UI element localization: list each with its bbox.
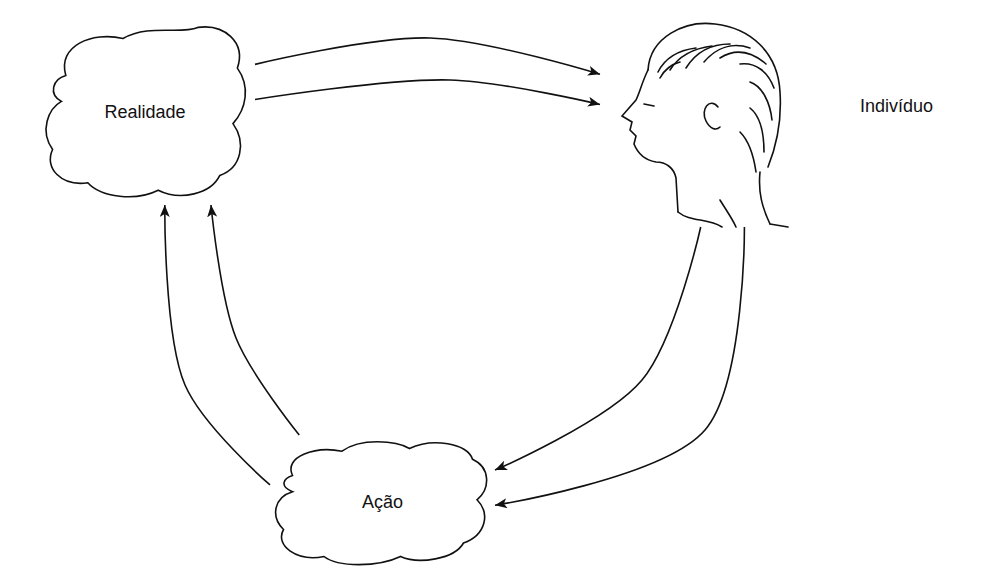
arrow-connector bbox=[495, 227, 744, 505]
head-stroke bbox=[759, 172, 770, 224]
individual-figure: Indivíduo bbox=[600, 12, 790, 227]
head-stroke bbox=[740, 132, 756, 172]
head-stroke bbox=[660, 62, 680, 78]
cloud-path bbox=[276, 442, 487, 565]
head-illustration bbox=[600, 12, 790, 227]
arrow-connector bbox=[165, 205, 270, 485]
head-stroke bbox=[704, 103, 720, 129]
head-stroke bbox=[678, 212, 722, 227]
head-stroke bbox=[770, 224, 788, 227]
head-stroke bbox=[750, 82, 772, 120]
head-stroke bbox=[750, 108, 764, 152]
figure-label: Indivíduo bbox=[860, 96, 933, 118]
arrow-connector bbox=[255, 80, 600, 105]
head-stroke bbox=[622, 70, 678, 212]
head-stroke bbox=[720, 200, 736, 227]
arrow-connector bbox=[255, 38, 600, 74]
node-label: Ação bbox=[362, 492, 403, 514]
action-blob: Ação bbox=[270, 435, 495, 570]
cloud-path bbox=[46, 27, 245, 197]
reality-blob: Realidade bbox=[35, 20, 255, 205]
head-stroke bbox=[644, 104, 654, 106]
head-stroke bbox=[740, 64, 774, 88]
node-label: Realidade bbox=[104, 102, 185, 124]
head-stroke bbox=[648, 23, 780, 167]
head-stroke bbox=[720, 52, 766, 64]
arrow-connector bbox=[211, 205, 299, 435]
arrow-connector bbox=[495, 227, 701, 470]
